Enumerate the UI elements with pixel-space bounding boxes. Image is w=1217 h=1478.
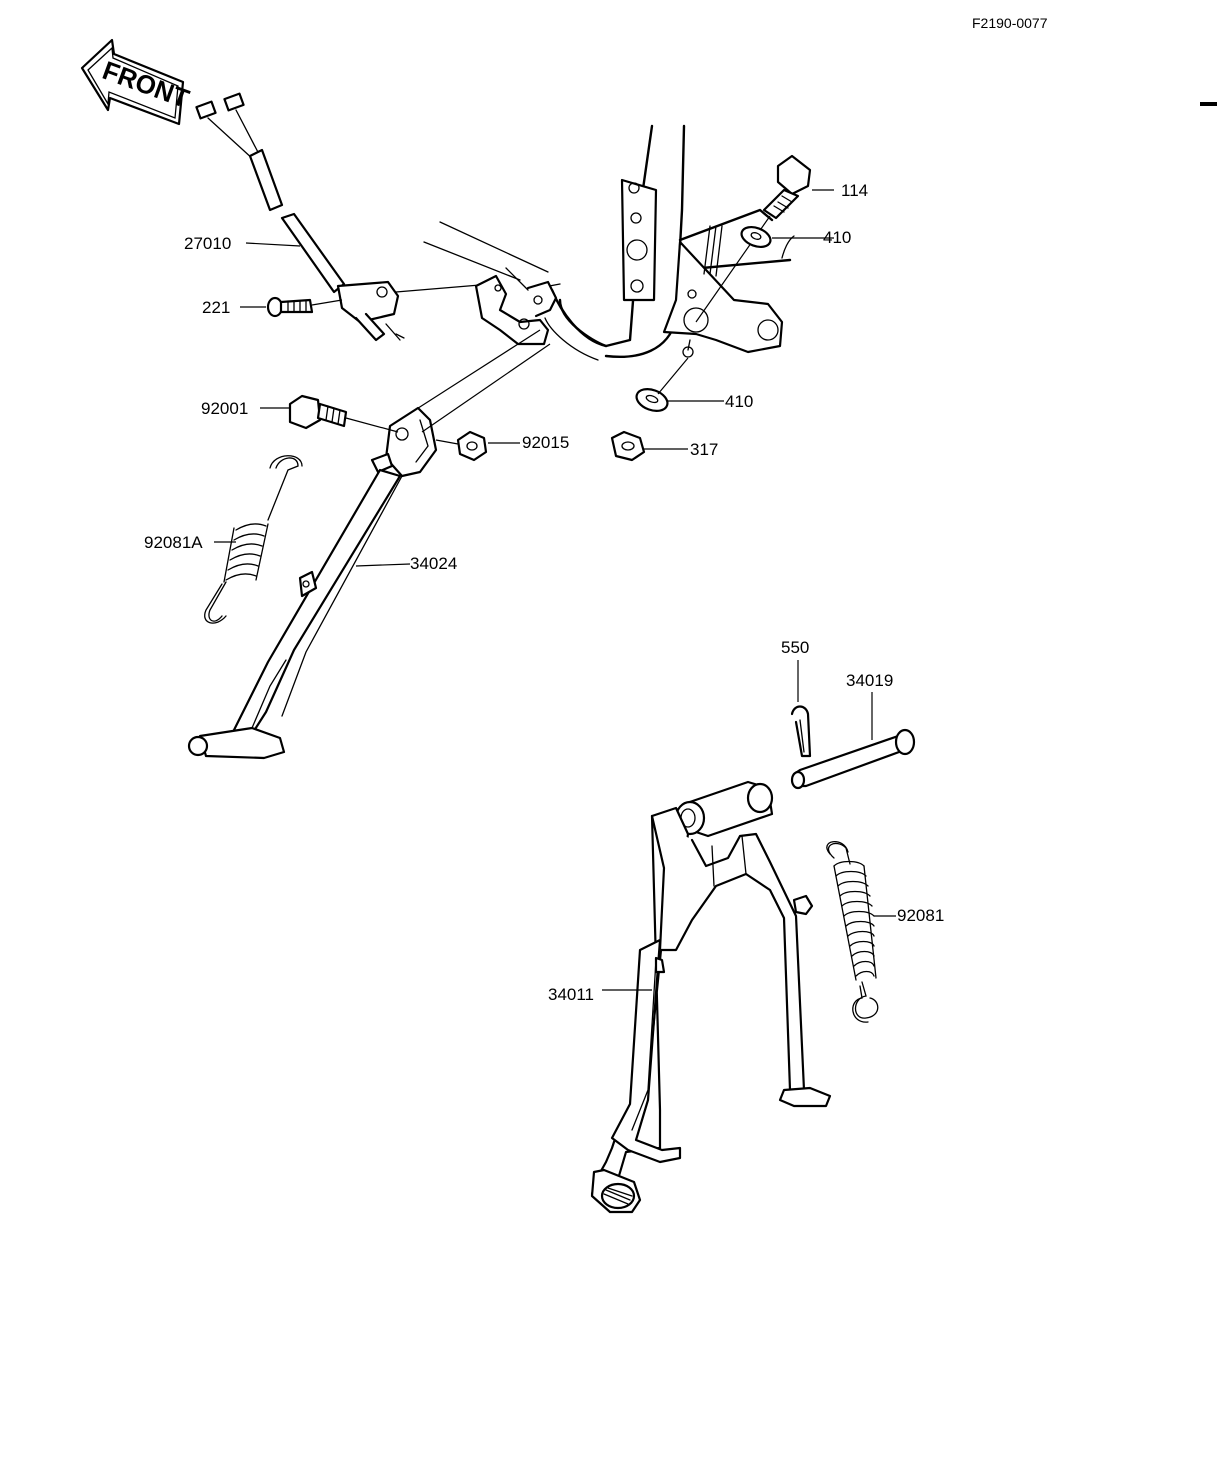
frame-section — [423, 124, 795, 361]
nut-92015 — [435, 430, 520, 462]
reference-code: F2190-0077 — [972, 15, 1048, 31]
washer-410-bottom — [635, 357, 724, 412]
pin-34019 — [790, 692, 916, 790]
center-stand-34011 — [590, 780, 832, 1214]
callout-92001: 92001 — [201, 399, 248, 418]
callout-221: 221 — [202, 298, 230, 317]
washer-410-top — [740, 226, 834, 248]
callout-410-top: 410 — [823, 228, 851, 247]
side-stand-switch — [195, 92, 405, 342]
callout-27010: 27010 — [184, 234, 231, 253]
callout-114: 114 — [841, 181, 868, 200]
callout-317: 317 — [690, 440, 718, 459]
edge-mark — [1200, 102, 1217, 106]
callout-410-bottom: 410 — [725, 392, 753, 411]
spring-92081 — [826, 841, 896, 1023]
screw-221 — [266, 296, 343, 318]
side-stand-34024 — [187, 329, 551, 760]
callout-92015: 92015 — [522, 433, 569, 452]
cotter-pin-550 — [790, 660, 812, 758]
spring-92081A — [204, 455, 303, 624]
callout-92081A: 92081A — [144, 533, 203, 552]
callout-92081: 92081 — [897, 906, 944, 925]
nut-317 — [610, 430, 688, 462]
callout-34011: 34011 — [548, 985, 594, 1004]
callout-550: 550 — [781, 638, 809, 657]
front-arrow-icon: FRONT — [80, 38, 193, 126]
callout-34024: 34024 — [410, 554, 457, 573]
callout-34019: 34019 — [846, 671, 893, 690]
bolt-92001 — [260, 394, 399, 433]
